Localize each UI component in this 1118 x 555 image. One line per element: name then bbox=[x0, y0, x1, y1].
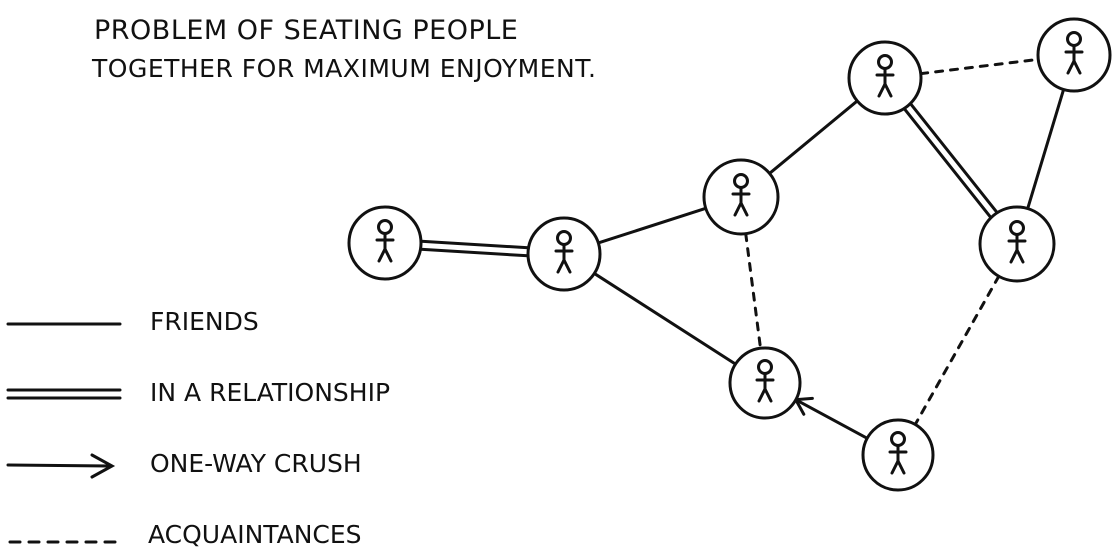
legend-label-relationship: IN A RELATIONSHIP bbox=[150, 378, 391, 407]
legend-samples bbox=[6, 322, 122, 544]
edge-relationship bbox=[902, 102, 999, 220]
person-node bbox=[978, 205, 1056, 283]
edge-crush bbox=[793, 396, 869, 440]
edge-friends bbox=[1026, 87, 1066, 211]
person-node bbox=[702, 158, 780, 236]
edge-friends bbox=[592, 271, 738, 366]
title-line-2: TOGETHER FOR MAXIMUM ENJOYMENT. bbox=[92, 54, 597, 83]
relation-edges bbox=[419, 57, 1066, 440]
legend-label-friends: FRIENDS bbox=[150, 307, 259, 336]
edge-relationship bbox=[419, 239, 530, 258]
person-node bbox=[1036, 17, 1112, 93]
people-nodes bbox=[347, 17, 1112, 492]
edge-friends bbox=[596, 206, 708, 245]
person-node bbox=[861, 418, 935, 492]
person-node bbox=[728, 346, 802, 420]
edge-friends bbox=[768, 99, 859, 175]
person-node bbox=[526, 216, 602, 292]
legend-label-crush: ONE-WAY CRUSH bbox=[150, 449, 362, 478]
edge-acquaintances bbox=[744, 232, 763, 350]
legend-label-acquaintances: ACQUAINTANCES bbox=[148, 520, 362, 549]
edge-acquaintances bbox=[919, 57, 1040, 76]
legend-crush-arrow bbox=[6, 453, 116, 479]
person-node bbox=[347, 205, 423, 281]
edge-acquaintances bbox=[913, 274, 1001, 427]
person-node bbox=[847, 40, 923, 116]
title-line-1: PROBLEM OF SEATING PEOPLE bbox=[94, 15, 519, 46]
diagram-title: PROBLEM OF SEATING PEOPLE TOGETHER FOR M… bbox=[92, 12, 597, 88]
legend-relationship-line bbox=[6, 388, 122, 400]
